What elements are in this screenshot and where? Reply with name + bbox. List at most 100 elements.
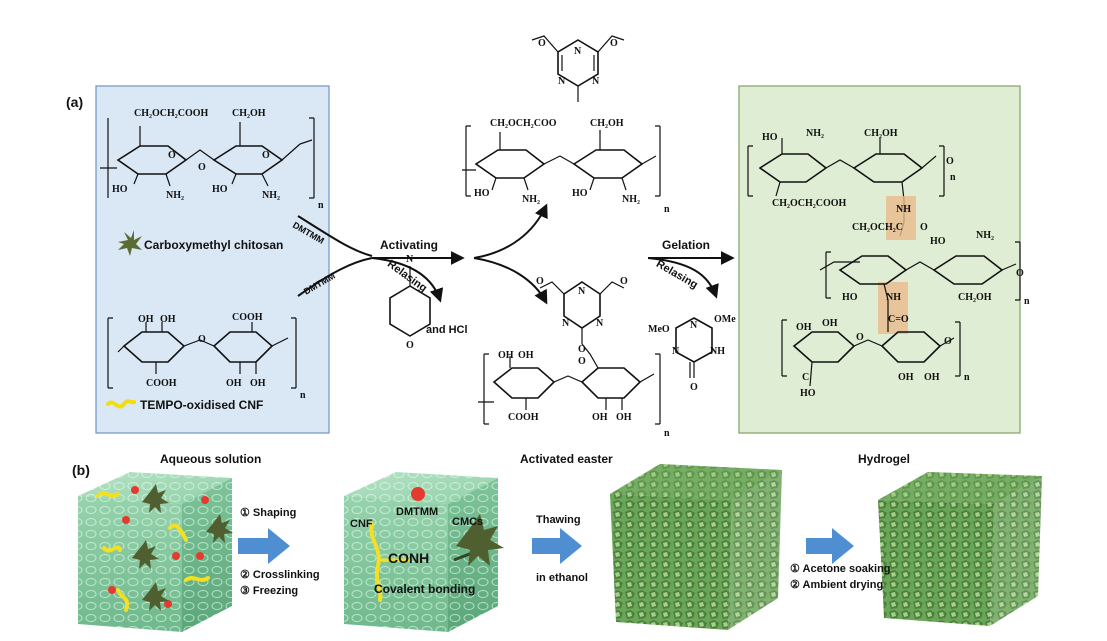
step-acetone-text: ① Acetone soaking: [790, 563, 891, 575]
chem-c-eq-o-gel: C=O: [888, 314, 909, 325]
chem-n-acnf: n: [664, 428, 670, 439]
chem-ho-left-2: HO: [212, 184, 228, 195]
gel-cube-2: [344, 472, 498, 632]
chem-n-gel-1: n: [950, 172, 956, 183]
chem-o-left-3: O: [262, 150, 270, 161]
chem-o-tz: O: [690, 382, 698, 393]
chem-ho-mid-2: HO: [572, 188, 588, 199]
chem-o-gel-1: O: [946, 156, 954, 167]
chem-ch2oh-gel-1: CH₂OH: [864, 128, 898, 139]
hydrogel-structure: [747, 138, 1021, 387]
chem-cooh-cnf-1: COOH: [232, 312, 263, 323]
chitosan-legend-icon: [118, 230, 142, 256]
cube2-cnf-text: CNF: [350, 518, 373, 530]
cube2-cmcs-text: CMCs: [452, 516, 484, 528]
chitosan-structure-left: [100, 117, 315, 199]
step-crosslinking-text: ② Crosslinking: [240, 569, 320, 581]
chem-o-triazine-2: O: [610, 38, 618, 49]
chem-nh2-left-1: NH₂: [166, 190, 184, 201]
release-arrow-1: [371, 257, 444, 303]
chem-ch2oh-mid: CH₂OH: [590, 118, 624, 129]
chem-o-tri-b-3: O: [578, 344, 586, 355]
chem-ch2oh-left: CH₂OH: [232, 108, 266, 119]
cnf-structure-left: [107, 317, 297, 389]
chem-oh-acnf-3: OH: [592, 412, 608, 423]
step-ethanol-text: in ethanol: [536, 572, 588, 584]
cube-1-contents: [96, 484, 233, 612]
chem-o-left-1: O: [168, 150, 176, 161]
chem-labels: CH₂OCH₂COOH CH₂OH O O O HO NH₂ HO NH₂ n …: [112, 38, 1030, 439]
chem-n-gel-2: n: [1024, 296, 1030, 307]
activated-cnf-chain: [478, 343, 661, 425]
chem-c-gel: C: [802, 372, 809, 383]
dried-cube-1: [610, 464, 782, 630]
step-drying-text: ② Ambient drying: [790, 579, 884, 591]
chem-morpholine-n: N: [406, 254, 414, 265]
reagent-arrow-top: [297, 215, 373, 257]
chem-n-cnf: n: [300, 390, 306, 401]
chem-oh-cnf-4: OH: [250, 378, 266, 389]
chem-nh-gel-2: NH: [886, 292, 901, 303]
panel-b-label: (b): [72, 462, 90, 478]
chem-oh-acnf-4: OH: [616, 412, 632, 423]
chem-ch2oh-gel-2: CH₂OH: [958, 292, 992, 303]
process-arrow-2: [532, 528, 582, 564]
step-activating-text: Activating: [380, 238, 439, 252]
chem-n-tri-b-2: N: [562, 318, 570, 329]
chem-n-gel-3: n: [964, 372, 970, 383]
chem-oh-gel-5: OH: [822, 318, 838, 329]
released-triazinone: [675, 317, 713, 378]
chem-o-cnf: O: [198, 334, 206, 345]
chem-ho-gel-3: HO: [842, 292, 858, 303]
chem-ch2och2cooh-left: CH₂OCH₂COOH: [134, 108, 209, 119]
step-thawing-text: Thawing: [536, 514, 581, 526]
chem-ester-link: CH₂OCH₂COO: [490, 118, 557, 129]
chem-ho-left-1: HO: [112, 184, 128, 195]
triazine-bottom: [539, 281, 625, 344]
chem-oh-cnf-3: OH: [226, 378, 242, 389]
chem-n-tri-b-3: N: [596, 318, 604, 329]
chem-oh-gel-4: OH: [796, 322, 812, 333]
chem-n-mid: n: [664, 204, 670, 215]
chem-oh-gel-6: OH: [898, 372, 914, 383]
process-arrow-3: [806, 528, 854, 564]
chem-n-left: n: [318, 200, 324, 211]
chem-o-acnf: O: [578, 356, 586, 367]
chem-n-triazine-1: N: [574, 46, 582, 57]
chem-nh2-mid-1: NH₂: [522, 194, 540, 205]
chem-oh-acnf-1: OH: [498, 350, 514, 361]
legend-cnf-text: TEMPO-oxidised CNF: [140, 398, 264, 412]
chem-n-triazine-3: N: [592, 76, 600, 87]
chem-ome: OMe: [714, 314, 736, 325]
chem-morpholine-o: O: [406, 340, 414, 351]
chem-o-tri-b-1: O: [536, 276, 544, 287]
chem-o-gel-5: O: [944, 336, 952, 347]
dried-cube-2: [878, 472, 1042, 626]
chem-ch2och2cooh-gel: CH₂OCH₂COOH: [772, 198, 847, 209]
split-arrow-up: [473, 203, 548, 259]
chem-meo: MeO: [648, 324, 670, 335]
chem-cooh-acnf: COOH: [508, 412, 539, 423]
caption-activated-easter: Activated easter: [520, 452, 613, 466]
chem-oh-cnf-2: OH: [160, 314, 176, 325]
chem-nh2-gel-1: NH₂: [806, 128, 824, 139]
chem-ho-gel-1: HO: [762, 132, 778, 143]
chem-oh-acnf-2: OH: [518, 350, 534, 361]
cube2-bond-text: Covalent bonding: [374, 582, 476, 596]
chem-ho-gel-6: HO: [800, 388, 816, 399]
panel-a-label: (a): [66, 94, 84, 110]
cube-2-contents: [369, 487, 504, 602]
chem-oh-cnf-1: OH: [138, 314, 154, 325]
chem-o-gel-4: O: [856, 332, 864, 343]
chem-nh-gel-1: NH: [896, 204, 911, 215]
triazine-top: [531, 35, 625, 102]
chem-ho-gel-2: HO: [930, 236, 946, 247]
cnf-legend-icon: [106, 399, 136, 409]
chem-nh-tz: NH: [710, 346, 725, 357]
step-shaping-text: ① Shaping: [240, 507, 297, 519]
chem-ho-mid-1: HO: [474, 188, 490, 199]
cube2-conh-text: CONH: [388, 550, 430, 566]
process-arrow-1: [238, 528, 290, 564]
caption-hydrogel: Hydrogel: [858, 452, 911, 466]
chem-cooh-cnf-2: COOH: [146, 378, 177, 389]
